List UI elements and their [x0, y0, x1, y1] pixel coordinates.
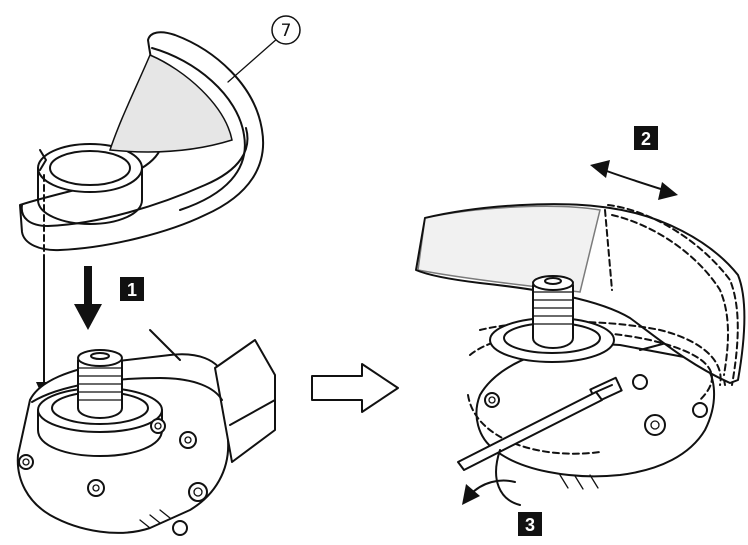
grinder-head-left [16, 329, 276, 536]
callout-number: 7 [281, 21, 292, 41]
step-3-label: 3 [525, 515, 535, 535]
callout-circle [271, 15, 301, 45]
callout-leader [227, 37, 279, 83]
push-down-arrow [74, 266, 102, 330]
step-1-badge: 1 [120, 277, 144, 301]
rotation-arrow-icon [590, 160, 678, 200]
wheel-guard-part: 7 [19, 15, 301, 252]
outlined-right-arrow-icon [311, 363, 399, 413]
step-3-badge: 3 [518, 512, 542, 536]
grinder-head-right [415, 203, 746, 506]
step-1-label: 1 [127, 280, 137, 300]
step-2-label: 2 [641, 129, 651, 149]
step-2-badge: 2 [634, 126, 658, 150]
tighten-arrow-icon [462, 479, 516, 505]
